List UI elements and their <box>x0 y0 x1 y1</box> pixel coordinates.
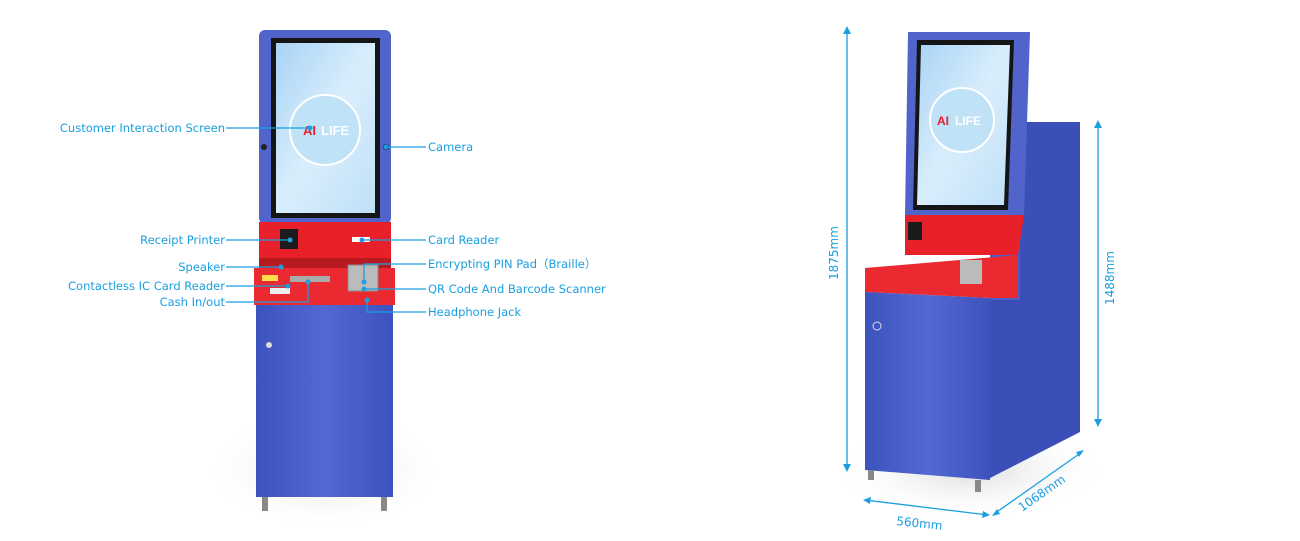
label-qr-scanner: QR Code And Barcode Scanner <box>428 282 606 296</box>
callout-lines <box>226 125 426 313</box>
dimension-cabinet-height: 1488mm <box>1103 251 1117 305</box>
logo-ai: AI <box>303 123 316 138</box>
pin-pad <box>347 264 379 292</box>
kiosk-perspective-view: AI LIFE <box>830 32 1110 520</box>
label-cash-in-out: Cash In/out <box>160 295 226 309</box>
kiosk-front-view: AI LIFE <box>205 30 445 530</box>
label-receipt-printer: Receipt Printer <box>140 233 225 247</box>
camera-left-icon <box>261 144 267 150</box>
perspective-red-panel <box>865 255 1018 298</box>
upper-red-panel <box>259 222 391 262</box>
dimension-total-height: 1875mm <box>827 226 841 280</box>
label-headphone-jack: Headphone Jack <box>428 305 521 319</box>
label-contactless-reader: Contactless IC Card Reader <box>68 279 225 293</box>
logo-ai-2: AI <box>937 114 949 128</box>
perspective-body <box>865 292 990 480</box>
logo-life-2: LIFE <box>955 114 981 128</box>
cash-slot <box>290 276 330 282</box>
kiosk-body <box>256 305 393 497</box>
contactless-reader <box>270 288 290 294</box>
logo-life: LIFE <box>321 123 349 138</box>
label-camera: Camera <box>428 140 473 154</box>
label-customer-interaction-screen: Customer Interaction Screen <box>60 121 225 135</box>
label-card-reader: Card Reader <box>428 233 500 247</box>
label-speaker: Speaker <box>178 260 225 274</box>
dimension-width: 560mm <box>896 514 944 533</box>
lock-icon <box>266 342 272 348</box>
label-pin-pad: Encrypting PIN Pad（Braille） <box>428 257 596 271</box>
dimension-lines <box>843 26 1102 518</box>
